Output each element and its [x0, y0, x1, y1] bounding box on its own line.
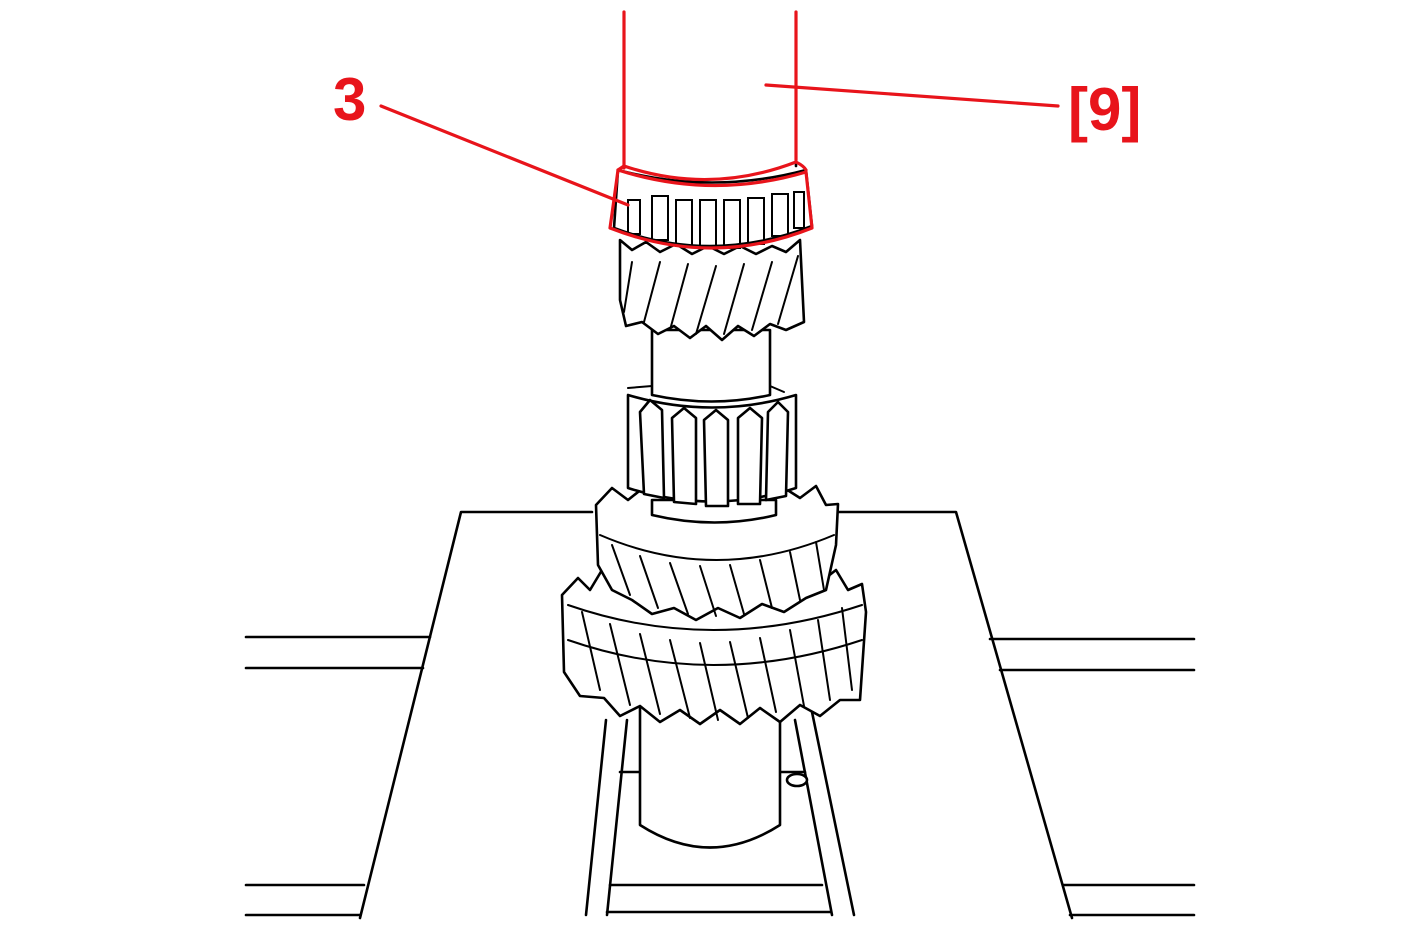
spline-hub — [626, 385, 798, 524]
callout-label-3: 3 — [333, 66, 367, 133]
spline-teeth — [638, 398, 790, 508]
press-tool — [622, 10, 798, 168]
tapered-roller-bearing — [612, 168, 814, 249]
callout-label-9: [9] — [1068, 76, 1142, 143]
small-gear-teeth — [623, 255, 799, 335]
shaft-section — [650, 328, 772, 403]
small-helical-gear — [618, 238, 806, 342]
leader-line-3 — [379, 104, 630, 207]
leader-line-9 — [764, 83, 1060, 108]
medium-gear-teeth — [611, 541, 825, 617]
lower-shaft — [638, 703, 809, 849]
large-gear-teeth — [581, 607, 853, 721]
press-frame — [244, 510, 1196, 920]
